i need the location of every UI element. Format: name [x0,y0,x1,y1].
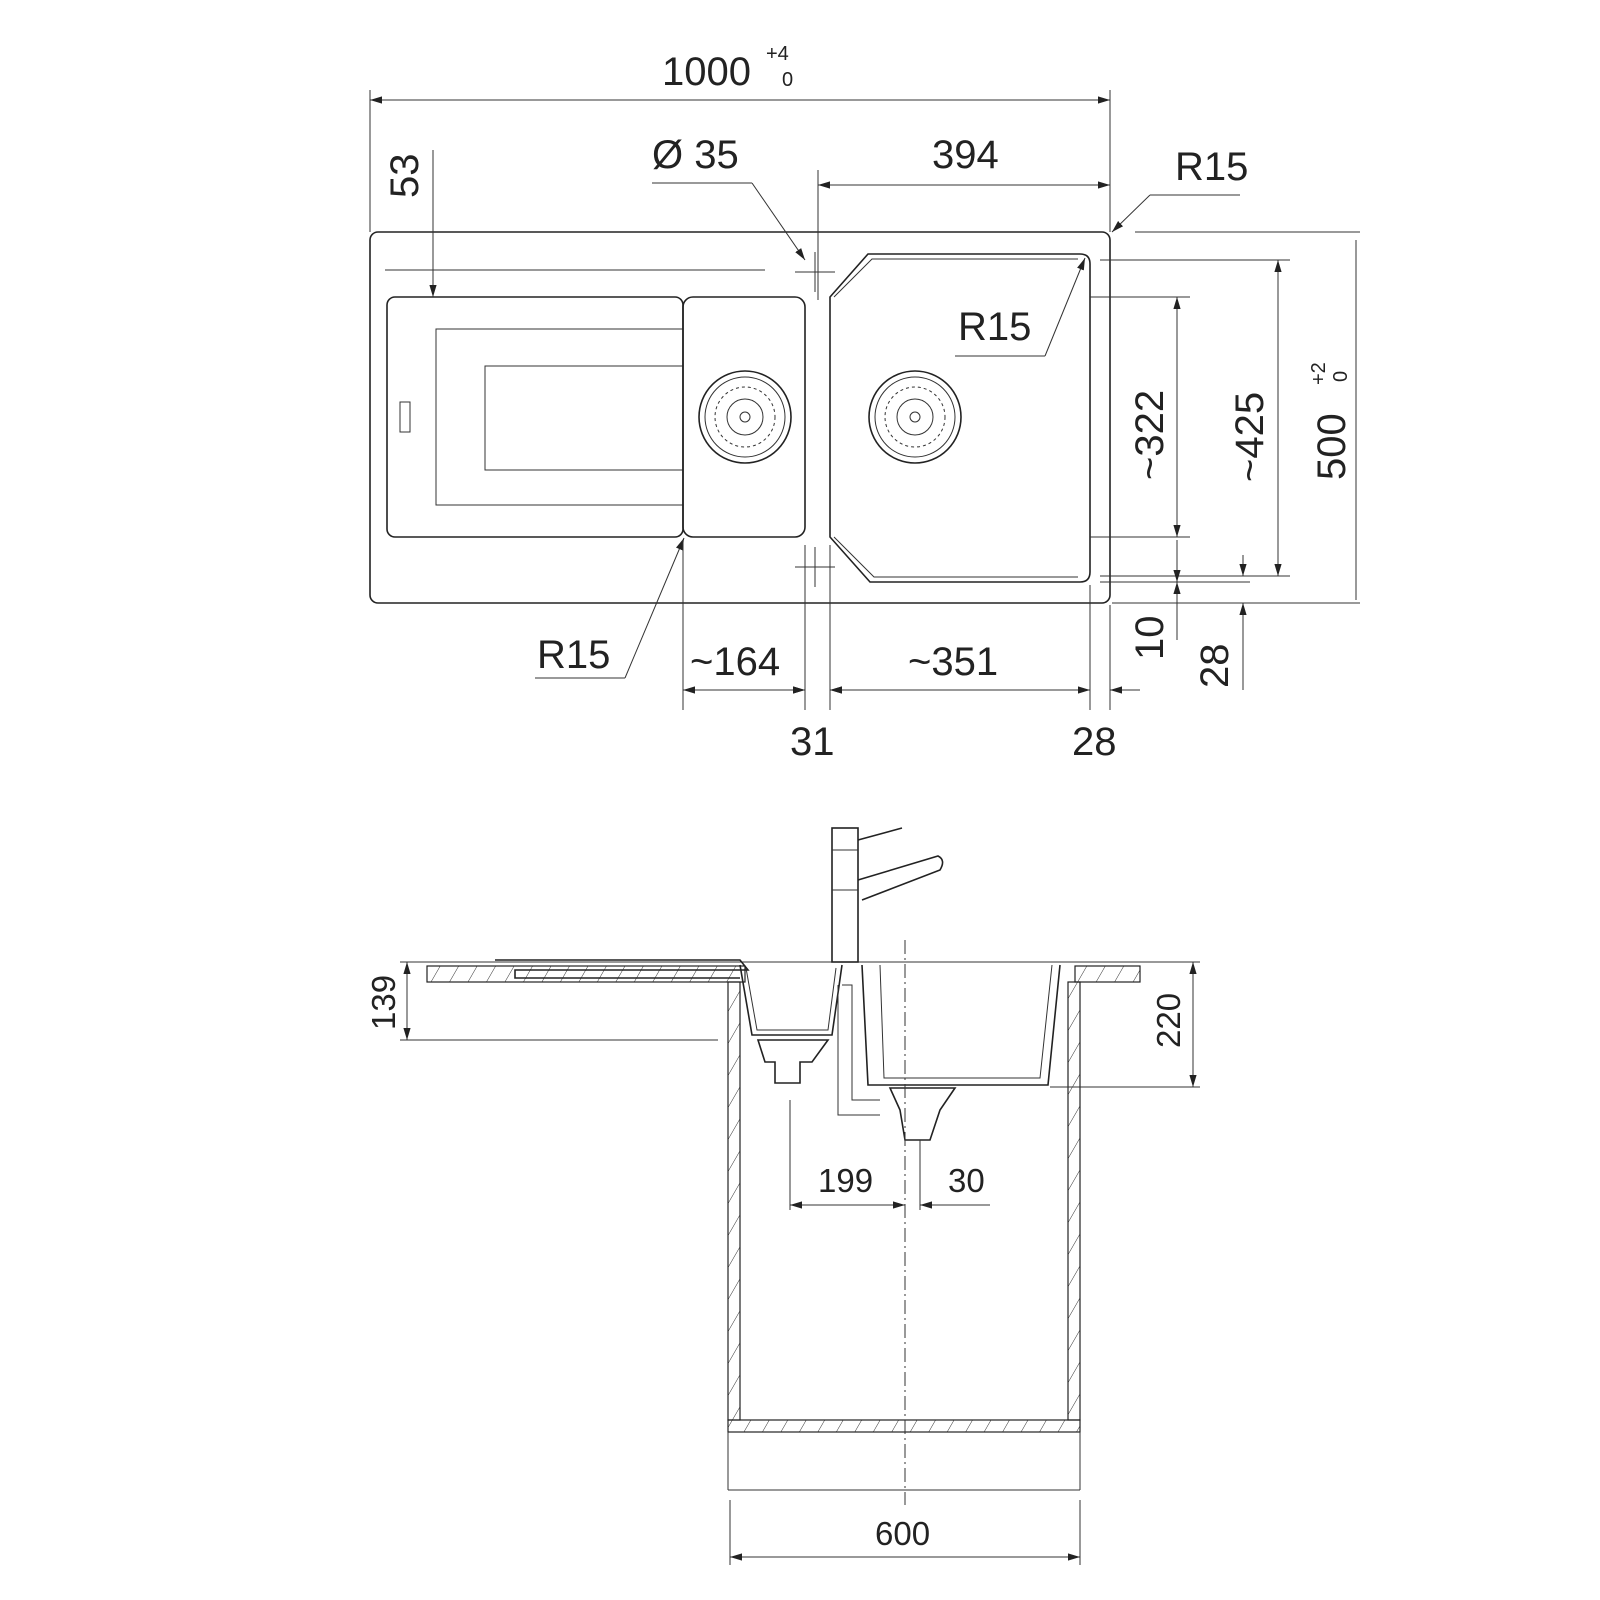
drain-strainer-icon [698,370,792,464]
dim-drain-offset: 30 [948,1162,985,1199]
dim-large-bowl-offset: 394 [932,133,999,177]
dim-bottom-margin-b: 28 [1193,644,1237,689]
small-bowl [682,296,806,538]
dim-cabinet-width: 600 [875,1515,930,1552]
drainer [386,296,684,538]
dim-bottom-margin-a: 10 [1128,616,1172,661]
dim-small-bowl-width: ~164 [690,640,780,684]
large-bowl-drain [888,1087,957,1141]
dim-overall-width: 1000 [662,50,751,94]
dim-overall-width-tol-lower: 0 [782,69,793,91]
large-bowl-section [861,964,1061,1086]
dim-radius-outer: R15 [1175,145,1248,189]
dim-top-margin: 53 [383,154,427,199]
cabinet-wall-left [727,981,741,1421]
dim-small-bowl-depth: 139 [365,975,402,1030]
countertop-right [1074,965,1141,983]
overflow-slot [399,401,411,433]
large-bowl [829,253,1091,583]
countertop-left [426,965,746,983]
dim-radius-small: R15 [537,633,610,677]
drain-strainer-icon [868,370,962,464]
dim-large-bowl-depth: 220 [1150,993,1187,1048]
dim-overall-width-tol-upper: +4 [766,43,789,65]
dim-overall-depth-tol-upper: +2 [1308,362,1330,385]
dim-right-margin: 28 [1072,720,1117,764]
overflow-pipe [837,984,880,1116]
dim-bowl-depth-outer: ~425 [1228,392,1272,482]
dim-tap-hole: Ø 35 [652,133,739,177]
small-bowl-drain [756,1039,830,1084]
small-bowl-section [739,964,843,1036]
faucet-icon [831,827,944,963]
cabinet-wall-right [1067,981,1081,1421]
section-view: 139 220 199 30 600 [365,827,1200,1565]
dim-gap-between: 31 [790,720,835,764]
plan-view: 1000 +4 0 Ø 35 394 R15 53 R15 R15 ~322 [369,43,1360,764]
dim-large-bowl-width: ~351 [908,640,998,684]
sink-outline [369,231,1111,604]
dim-overall-depth: 500 [1310,413,1354,480]
dim-drain-distance: 199 [818,1162,873,1199]
cabinet-bottom [727,1419,1081,1433]
dim-overall-depth-tol-lower: 0 [1330,371,1352,382]
dim-bowl-depth-inner: ~322 [1128,390,1172,480]
tap-hole-marker-icon [795,252,835,587]
dim-radius-bowl: R15 [958,305,1031,349]
